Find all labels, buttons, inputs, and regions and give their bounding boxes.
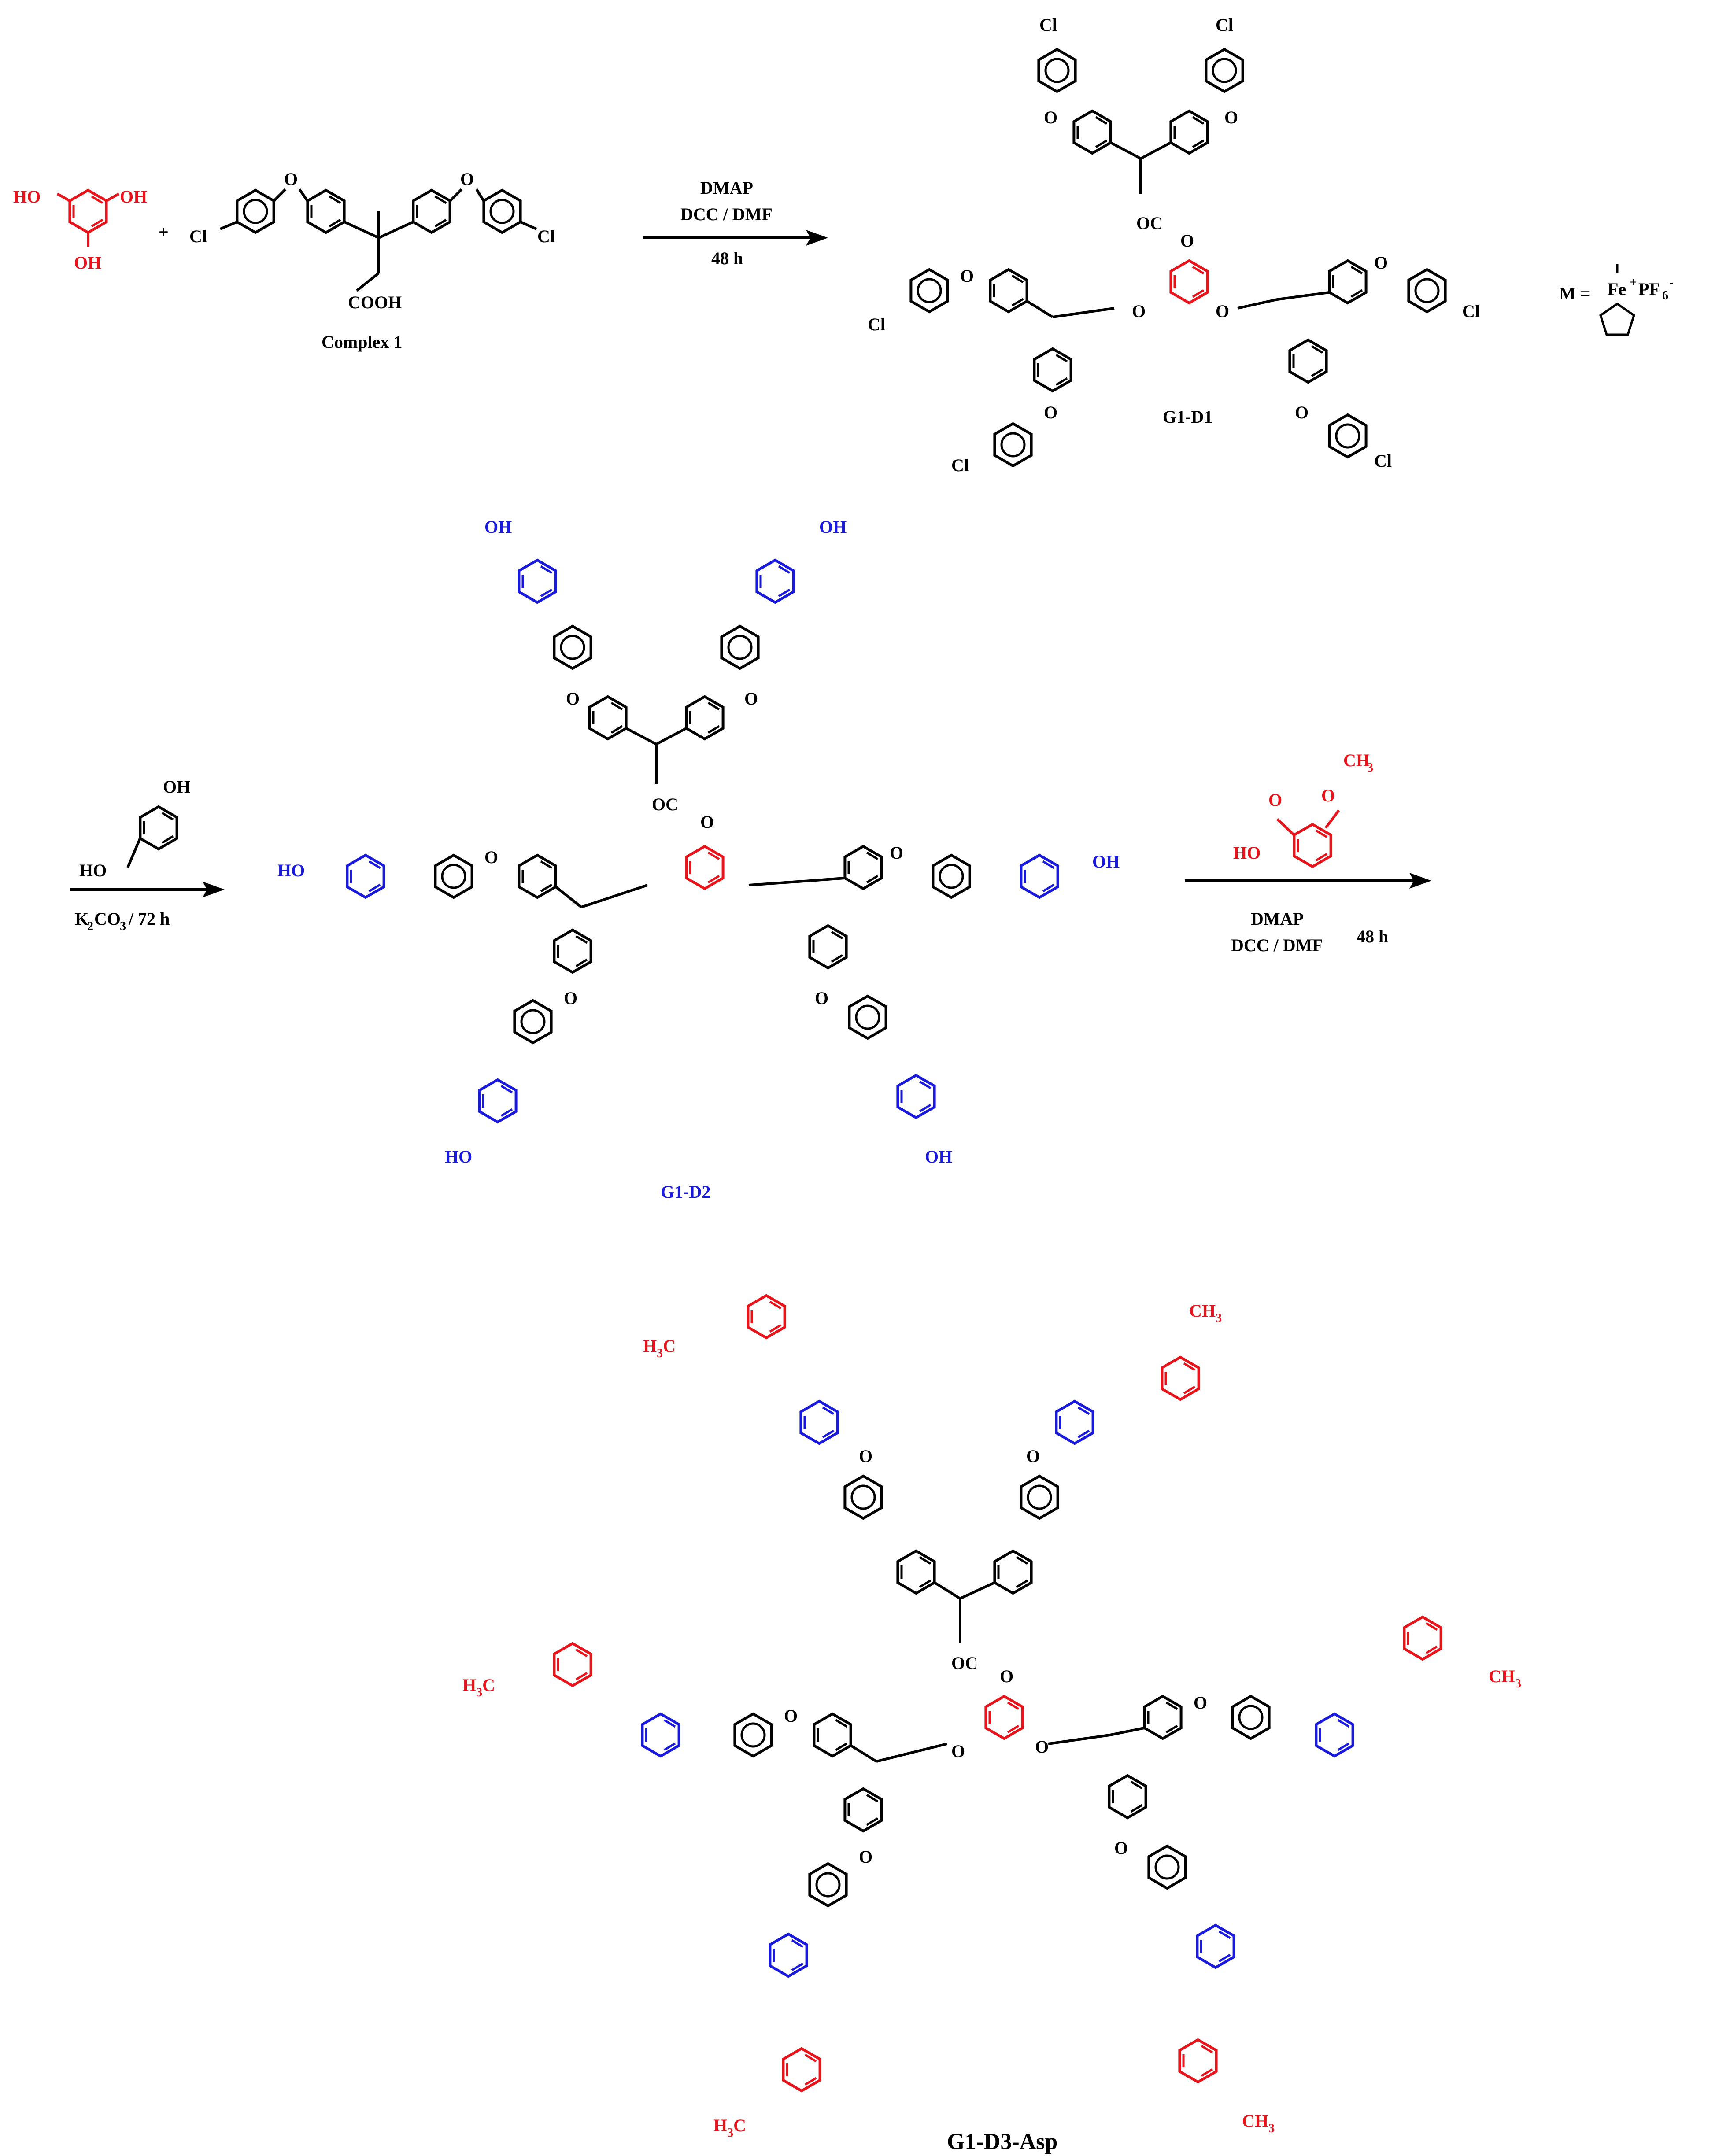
g1-d3-asp-label: G1-D3-Asp: [947, 2129, 1057, 2154]
step3-arrow: DMAP DCC / DMF 48 h: [1185, 873, 1431, 955]
aspirin-reagent: HO O O CH 3: [1233, 750, 1373, 867]
cl-left: Cl: [189, 226, 207, 246]
reagent-ho: HO: [79, 860, 107, 880]
time-label: 48 h: [711, 248, 743, 268]
ch3-br: CH3: [1242, 2111, 1275, 2135]
o-d2-left: O: [484, 847, 498, 867]
o-d3-core-top: O: [1000, 1666, 1013, 1686]
o-d3-right: O: [1194, 1693, 1207, 1713]
fe-charge: +: [1630, 276, 1637, 289]
k2co3-time: / 72 h: [128, 909, 170, 929]
cl-right-arm: Cl: [1462, 301, 1480, 321]
ho-left: HO: [277, 860, 305, 880]
o-d2-right-2: O: [815, 988, 828, 1008]
ch3-right: CH3: [1489, 1666, 1521, 1691]
dmap-label: DMAP: [700, 178, 753, 198]
cooh-label: COOH: [348, 292, 402, 312]
o-right-arm: O: [1374, 253, 1388, 273]
o-d3-tr: O: [1026, 1446, 1040, 1466]
o-left-arm-2: O: [1044, 402, 1057, 422]
complex-1: Cl O COOH O Cl Complex 1: [189, 169, 555, 352]
time-label-3: 48 h: [1357, 927, 1388, 946]
o-tr: O: [1224, 107, 1238, 127]
ho-left-bottom: HO: [445, 1147, 472, 1167]
o-core-left: O: [1132, 301, 1146, 321]
o-d3-right-2: O: [1114, 1838, 1128, 1858]
k2co3-sub2: 3: [120, 919, 126, 933]
oh-label: OH: [120, 187, 147, 207]
k2co3-co: CO: [94, 909, 121, 929]
g1-d1-structure: Cl Cl O O OC O O O Cl O O Cl O Cl O Cl G…: [868, 15, 1480, 475]
g1-d3-asp-structure: H3C CH3 O O OC O O O H3C H3C O O: [462, 1296, 1521, 2154]
cl-right: Cl: [537, 226, 555, 246]
cl-left-arm: Cl: [868, 314, 885, 334]
h3c-tl: H3C: [643, 1336, 676, 1360]
o-d3-core-right: O: [1035, 1737, 1049, 1757]
fe-label: Fe: [1608, 279, 1626, 299]
o-d2-tl: O: [566, 689, 580, 709]
g1-d2-structure: OH OH O O OC O HO HO O O OH OH O: [277, 517, 1120, 1202]
o-d3-core-left: O: [951, 1741, 965, 1761]
dmap-label-3: DMAP: [1251, 909, 1304, 929]
o-d3-left-2: O: [859, 1847, 872, 1867]
aspirin-ho: HO: [1233, 843, 1261, 863]
cyclopentadienyl-ring: [1599, 302, 1635, 336]
cl-right-bottom: Cl: [1374, 451, 1392, 471]
aspirin-ch3: CH: [1343, 750, 1370, 770]
oh-top-left: OH: [484, 517, 512, 537]
step1-arrow: DMAP DCC / DMF 48 h: [643, 178, 828, 268]
k2co3-k: K: [75, 909, 89, 929]
g1-d2-label: G1-D2: [661, 1182, 710, 1202]
o-d3-tl: O: [859, 1446, 872, 1466]
o-left: O: [284, 169, 298, 189]
o-core-right: O: [1216, 301, 1229, 321]
oh-right: OH: [1092, 852, 1120, 871]
cl-tl: Cl: [1039, 15, 1057, 35]
g1-d1-label: G1-D1: [1163, 407, 1212, 427]
o-d2-left-2: O: [564, 988, 577, 1008]
o-tl: O: [1044, 107, 1057, 127]
o-d2-right: O: [890, 843, 903, 863]
ch3-tr: CH3: [1189, 1301, 1222, 1325]
k2co3-sub: 2: [87, 919, 93, 933]
dcc-label-3: DCC / DMF: [1231, 935, 1323, 955]
oh-label-bottom: OH: [74, 253, 101, 273]
pf6-label: PF: [1638, 279, 1660, 299]
pf6-charge: -: [1669, 276, 1673, 289]
dcc-label: DCC / DMF: [680, 204, 773, 224]
o-left-arm: O: [960, 266, 974, 286]
pf6-sub: 6: [1662, 289, 1668, 303]
aspirin-ch3-sub: 3: [1367, 761, 1373, 775]
metal-definition: M = Fe + PF 6 -: [1559, 264, 1673, 336]
oc-top: OC: [1136, 213, 1163, 233]
reagent-oh: OH: [163, 777, 190, 797]
h3c-left: H3C: [462, 1675, 495, 1699]
aspirin-o: O: [1321, 786, 1335, 805]
oc-d3: OC: [951, 1653, 978, 1673]
m-eq: M =: [1559, 284, 1590, 303]
step2-reagent: OH HO: [79, 777, 190, 880]
plus-sign: +: [159, 222, 169, 242]
cl-left-bottom: Cl: [951, 455, 969, 475]
phloroglucinol: HO OH OH: [13, 187, 147, 273]
o-d3-left: O: [784, 1706, 798, 1726]
step2-arrow: K 2 CO 3 / 72 h: [70, 882, 225, 933]
o-d2-tr: O: [744, 689, 758, 709]
complex-1-label: Complex 1: [322, 332, 402, 352]
oh-top-right: OH: [819, 517, 847, 537]
cl-tr: Cl: [1216, 15, 1233, 35]
h3c-bl: H3C: [713, 2115, 746, 2140]
aspirin-carbonyl-o: O: [1268, 790, 1282, 810]
oc-d2: OC: [652, 794, 678, 814]
o-right-arm-2: O: [1295, 402, 1309, 422]
o-d2-core: O: [700, 812, 714, 832]
ho-label: HO: [13, 187, 41, 207]
oh-right-bottom: OH: [925, 1147, 952, 1167]
o-right: O: [460, 169, 474, 189]
o-core-top: O: [1180, 231, 1194, 251]
